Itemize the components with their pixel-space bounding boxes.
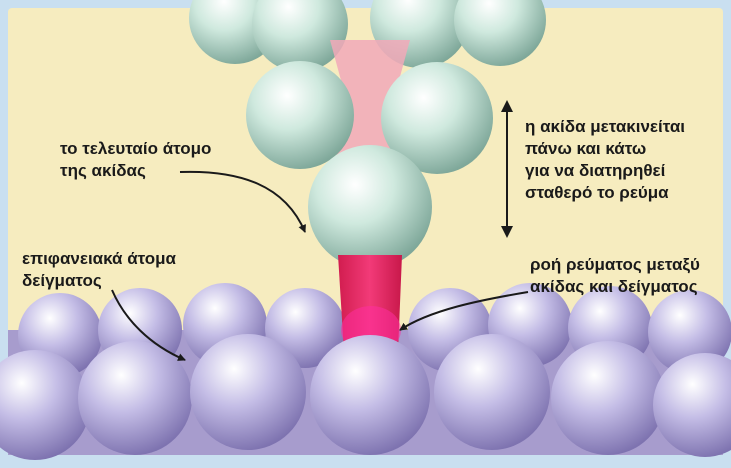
sample-atom bbox=[78, 341, 192, 455]
tip-atom bbox=[246, 61, 354, 169]
tip-last-atom bbox=[308, 145, 432, 269]
sample-atom bbox=[434, 334, 550, 450]
label-line: σταθερό το ρεύμα bbox=[525, 182, 685, 204]
label-line: της ακίδας bbox=[60, 160, 211, 182]
label-current-flow: ροή ρεύματος μεταξύ ακίδας και δείγματος bbox=[530, 254, 700, 298]
label-line: επιφανειακά άτομα bbox=[22, 248, 176, 270]
sample-atom bbox=[551, 341, 665, 455]
label-tip-last-atom: το τελευταίο άτομο της ακίδας bbox=[60, 138, 211, 182]
label-line: πάνω και κάτω bbox=[525, 138, 685, 160]
sample-atoms-front-row bbox=[0, 334, 731, 460]
label-line: για να διατηρηθεί bbox=[525, 160, 685, 182]
label-line: ακίδας και δείγματος bbox=[530, 276, 700, 298]
label-line: δείγματος bbox=[22, 270, 176, 292]
sample-atom bbox=[190, 334, 306, 450]
label-tip-motion: η ακίδα μετακινείται πάνω και κάτω για ν… bbox=[525, 116, 685, 204]
sample-atom bbox=[310, 335, 430, 455]
label-line: ροή ρεύματος μεταξύ bbox=[530, 254, 700, 276]
label-line: το τελευταίο άτομο bbox=[60, 138, 211, 160]
label-line: η ακίδα μετακινείται bbox=[525, 116, 685, 138]
label-surface-atoms: επιφανειακά άτομα δείγματος bbox=[22, 248, 176, 292]
